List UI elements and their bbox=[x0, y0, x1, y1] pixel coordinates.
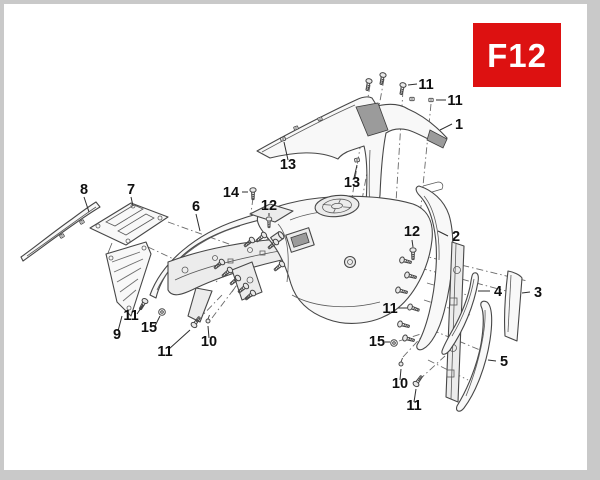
callout-labels: 11 11 1 13 13 8 7 6 14 12 12 2 4 3 5 11 … bbox=[80, 77, 542, 414]
callout-12-left: 12 bbox=[261, 198, 277, 214]
callout-3: 3 bbox=[534, 285, 542, 301]
part-2-side-cover bbox=[415, 181, 454, 351]
part-9-grille-panel bbox=[105, 241, 152, 317]
callout-12-right: 12 bbox=[404, 224, 420, 240]
callout-10-left: 10 bbox=[201, 334, 217, 350]
callout-11-bot-right: 11 bbox=[406, 398, 421, 414]
fuel-cap bbox=[314, 194, 360, 218]
callout-15-left: 15 bbox=[141, 320, 157, 336]
callout-9: 9 bbox=[113, 327, 121, 343]
tank-pad bbox=[285, 227, 315, 253]
part-5-strip bbox=[456, 300, 493, 412]
badge-background bbox=[473, 23, 561, 87]
seat-latch-bracket bbox=[445, 241, 465, 403]
callout-7: 7 bbox=[127, 182, 135, 198]
page-background: 11 11 1 13 13 8 7 6 14 12 12 2 4 3 5 11 … bbox=[4, 4, 587, 470]
callout-11-bot-left: 11 bbox=[157, 344, 172, 360]
part-1-rear-cowl bbox=[256, 96, 448, 209]
callout-11-left: 11 bbox=[123, 308, 138, 324]
callout-8: 8 bbox=[80, 182, 88, 198]
page-code: F12 bbox=[487, 37, 547, 74]
fuel-tank bbox=[249, 194, 433, 324]
part-3-panel bbox=[504, 270, 523, 342]
exploded-parts-diagram: 11 11 1 13 13 8 7 6 14 12 12 2 4 3 5 11 … bbox=[20, 23, 561, 414]
callout-13-left: 13 bbox=[280, 157, 296, 173]
callout-15-right: 15 bbox=[369, 334, 385, 350]
callout-13-center: 13 bbox=[344, 175, 360, 191]
callout-11-mid-right: 11 bbox=[382, 301, 397, 317]
callout-6: 6 bbox=[192, 199, 200, 215]
page-code-badge: F12 bbox=[473, 23, 561, 87]
part-4-strip bbox=[441, 272, 479, 355]
leader-lines bbox=[83, 83, 531, 403]
callout-11-top: 11 bbox=[418, 77, 433, 93]
callout-2: 2 bbox=[452, 229, 460, 245]
callout-10-right: 10 bbox=[392, 376, 408, 392]
callout-5: 5 bbox=[500, 354, 508, 370]
callout-14: 14 bbox=[223, 185, 239, 201]
fasteners bbox=[137, 71, 434, 389]
callout-1: 1 bbox=[455, 117, 463, 133]
callout-11-top-right: 11 bbox=[447, 93, 462, 109]
part-8-trim-strip bbox=[20, 201, 101, 262]
callout-4: 4 bbox=[494, 284, 502, 300]
